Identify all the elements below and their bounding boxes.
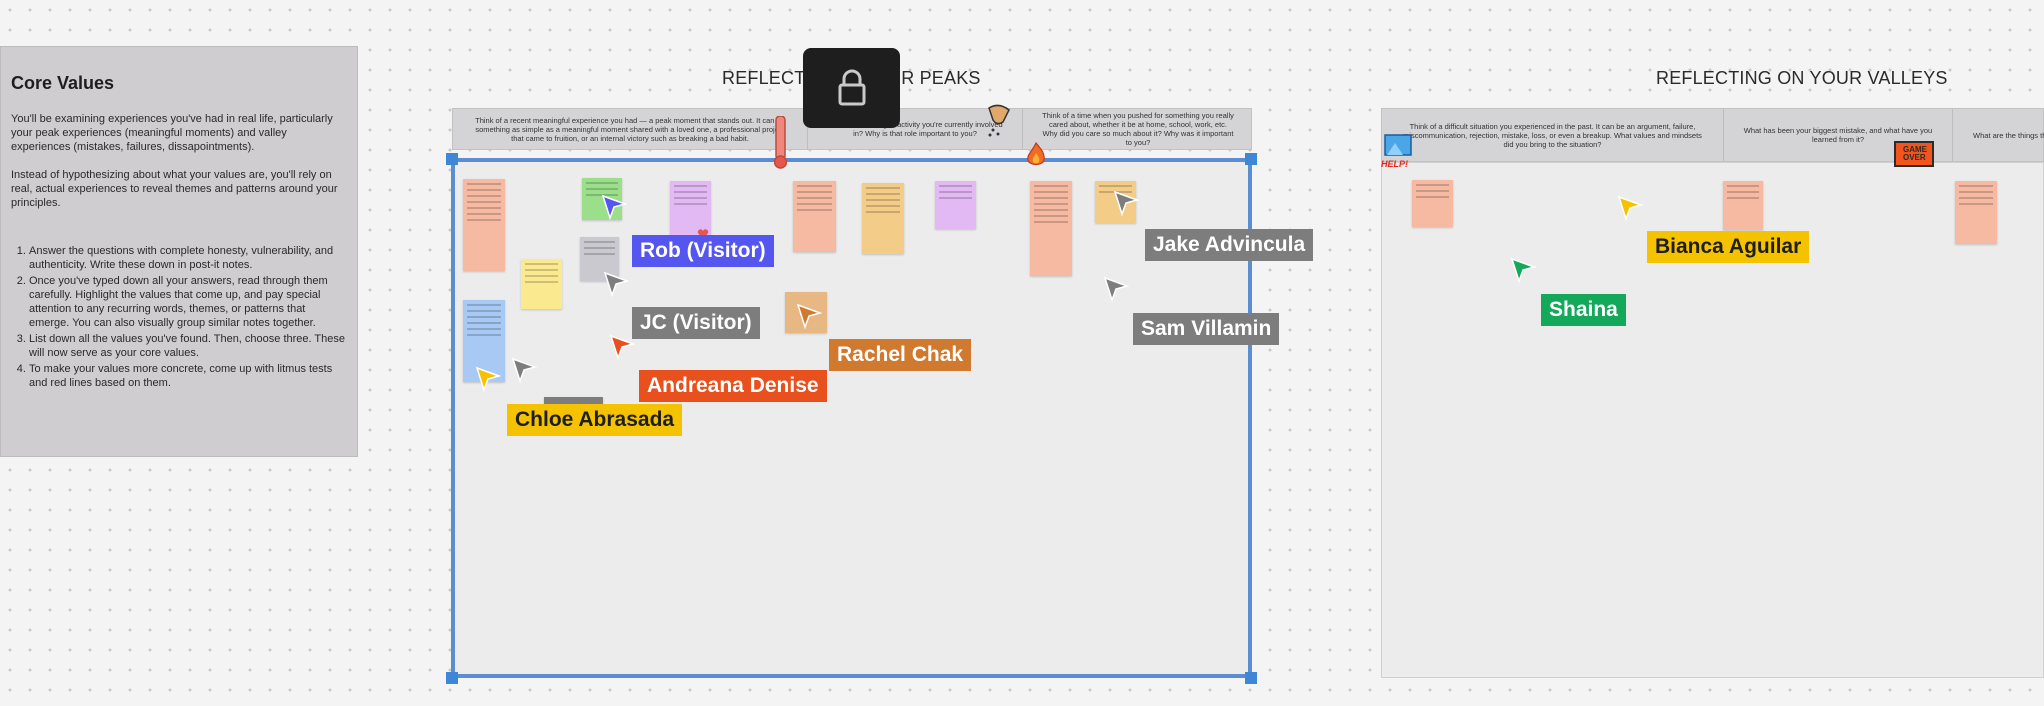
valleys-prompts-strip: Think of a difficult situation you exper… [1381,108,2044,162]
cursor-arrow-icon [1113,190,1140,217]
cursor-label-jc: JC (Visitor) [632,307,760,339]
cursor-label-rachel: Rachel Chak [829,339,972,371]
step-item: List down all the values you've found. T… [29,332,347,360]
salt-shaker-sticker[interactable] [985,104,1011,138]
sticky-note[interactable] [463,179,505,271]
resize-handle-bottom-right[interactable] [1245,672,1257,684]
cursor-label-bianca: Bianca Aguilar [1647,231,1810,263]
cursor-arrow-icon [511,357,538,384]
step-item: Answer the questions with complete hones… [29,244,347,272]
sticky-note[interactable] [580,237,619,281]
help-sticker[interactable]: HELP! [1381,133,1417,171]
help-sticker-text: HELP! [1381,159,1408,169]
valleys-prompt-2: What has been your biggest mistake, and … [1724,109,1953,161]
resize-handle-top-left[interactable] [446,153,458,165]
cursor-arrow-icon [475,366,502,393]
valleys-prompt-3: What are the things that make you angr [1973,130,2044,140]
cursor-arrow-icon [601,194,628,221]
sticky-note[interactable] [1723,181,1763,230]
cursor-arrow-icon [1617,195,1644,222]
lock-icon [838,69,865,106]
step-item: To make your values more concrete, come … [29,362,347,390]
sticky-note[interactable] [793,181,836,252]
heart-sticker [697,226,709,239]
cursor-arrow-icon [796,303,823,330]
sticky-note[interactable] [1955,181,1997,244]
resize-handle-top-right[interactable] [1245,153,1257,165]
core-values-intro: You'll be examining experiences you've h… [11,113,333,153]
game-over-sticker[interactable]: GAME OVER [1894,141,1934,167]
peaks-title-left: REFLECTI [722,68,811,88]
sticky-note[interactable] [1030,181,1072,276]
sticky-note[interactable] [521,259,562,309]
cursor-arrow-icon [1103,276,1130,303]
cursor-arrow-icon [603,271,630,298]
core-values-approach: Instead of hypothesizing about what your… [11,169,338,209]
sticky-note[interactable] [1412,180,1453,227]
peaks-prompt-3: Think of a time when you pushed for some… [1042,111,1234,147]
sticky-note[interactable] [935,181,976,229]
cursor-label-chloe: Chloe Abrasada [507,404,683,436]
valleys-prompt-1: Think of a difficult situation you exper… [1382,109,1724,161]
thermometer-sticker[interactable] [773,115,788,170]
resize-handle-bottom-left[interactable] [446,672,458,684]
cursor-label-rob: Rob (Visitor) [632,235,774,267]
game-over-sticker-text: GAME OVER [1903,145,1927,162]
sticky-note[interactable] [463,300,505,382]
step-item: Once you've typed down all your answers,… [29,274,347,330]
cursor-label-andreana: Andreana Denise [639,370,827,402]
cursor-label-jake: Jake Advincula [1145,229,1314,261]
valleys-title: REFLECTING ON YOUR VALLEYS [1656,68,1948,88]
sticky-note[interactable] [544,397,603,406]
lock-button[interactable] [803,48,900,128]
fire-sticker[interactable] [1026,141,1046,168]
sticky-note[interactable] [862,183,904,254]
peaks-prompt-1: Think of a recent meaningful experience … [453,109,808,149]
cursor-arrow-icon [609,334,636,361]
cursor-label-shaina: Shaina [1541,294,1626,326]
core-values-panel[interactable]: Core Values You'll be examining experien… [0,46,358,457]
peaks-prompt-2: What's a meaningful activity you're curr… [808,109,1023,149]
peaks-title-right: UR PEAKS [888,68,981,88]
core-values-steps: Answer the questions with complete hones… [11,244,347,390]
cursor-arrow-icon [1510,257,1537,284]
core-values-title: Core Values [11,73,115,93]
cursor-label-sam: Sam Villamin [1133,313,1280,345]
